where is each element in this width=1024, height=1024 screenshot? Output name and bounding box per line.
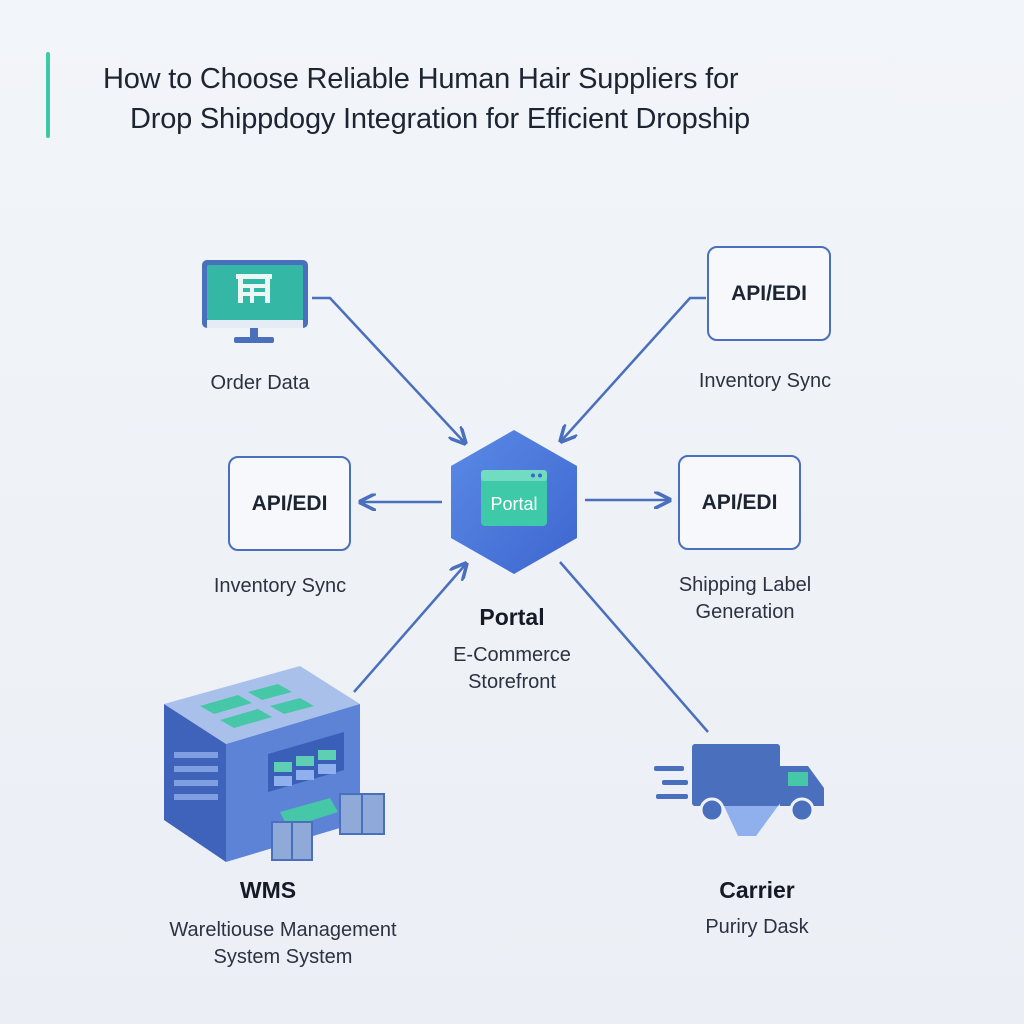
api-edi-box-top: API/EDI <box>707 246 831 341</box>
portal-icon-text: Portal <box>490 494 537 514</box>
wms-subtitle-line-2: System System <box>213 946 353 968</box>
carrier-subtitle: Puriry Dask <box>705 916 809 938</box>
api-edi-box-right: API/EDI <box>678 455 801 550</box>
shipping-label-generation-line-2: Generation <box>695 601 795 623</box>
portal-subtitle-line-1: E-Commerce <box>453 644 571 666</box>
arrow-order-to-portal <box>312 296 464 442</box>
warehouse-building-icon <box>164 666 385 862</box>
api-edi-box-left: API/EDI <box>228 456 351 551</box>
wms-subtitle-line-1: Wareltiouse Management <box>169 919 397 941</box>
arrow-inventory-to-portal <box>562 296 706 440</box>
line-portal-to-carrier <box>559 561 709 733</box>
inventory-sync-label-top: Inventory Sync <box>698 370 832 392</box>
portal-title: Portal <box>479 604 545 630</box>
delivery-truck-icon <box>654 744 824 836</box>
page-title-line-1: How to Choose Reliable Human Hair Suppli… <box>103 63 739 95</box>
wms-title: WMS <box>239 877 297 903</box>
title-accent-bar <box>46 52 50 138</box>
monitor-icon <box>202 260 308 343</box>
arrow-wms-to-portal <box>353 565 465 693</box>
carrier-title: Carrier <box>719 877 795 903</box>
portal-subtitle-line-2: Storefront <box>468 671 556 693</box>
page-title-line-2: Drop Shippdogy Integration for Efficient… <box>130 103 750 135</box>
order-data-label: Order Data <box>210 372 310 394</box>
shipping-label-generation-line-1: Shipping Label <box>678 574 812 596</box>
inventory-sync-label-left: Inventory Sync <box>213 575 347 597</box>
portal-hexagon-icon: Portal <box>451 430 577 574</box>
